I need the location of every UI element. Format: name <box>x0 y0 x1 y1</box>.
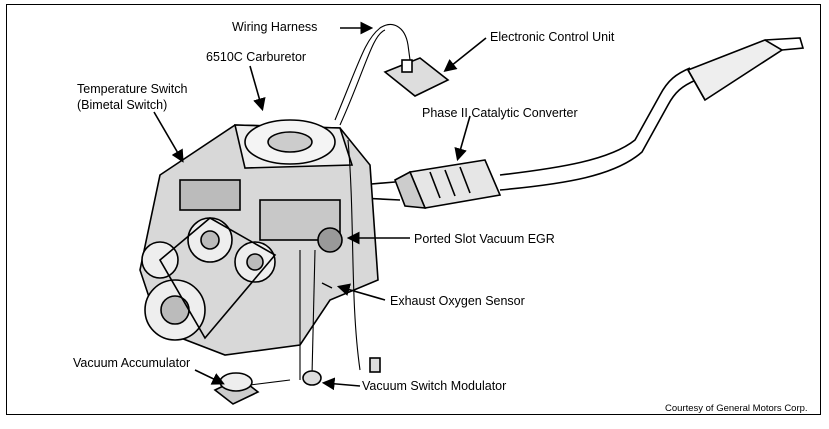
label-vacuum-accumulator: Vacuum Accumulator <box>73 356 191 370</box>
arrow-ecu <box>443 37 487 72</box>
label-temperature-switch: Temperature Switch <box>77 82 188 96</box>
label-egr: Ported Slot Vacuum EGR <box>414 232 555 246</box>
exhaust-system <box>499 37 805 191</box>
leader-arrows <box>153 21 487 391</box>
label-catalytic-converter: Phase II Catalytic Converter <box>422 106 578 120</box>
label-bimetal-switch: (Bimetal Switch) <box>77 98 168 112</box>
wiring-harness-lines <box>249 24 411 386</box>
engine-block <box>139 119 379 356</box>
oxygen-sensor-shape <box>321 282 333 289</box>
arrow-carburetor <box>249 65 266 112</box>
diagram-frame <box>6 4 821 415</box>
credit-line: Courtesy of General Motors Corp. <box>665 403 808 414</box>
label-oxygen-sensor: Exhaust Oxygen Sensor <box>390 294 525 308</box>
arrow-vacuum-switch-modulator <box>321 377 361 391</box>
label-electronic-control-unit: Electronic Control Unit <box>490 30 615 44</box>
label-carburetor: 6510C Carburetor <box>206 50 307 64</box>
vacuum-switch-modulator-shape <box>302 357 381 386</box>
label-wiring-harness: Wiring Harness <box>232 20 318 34</box>
arrow-catalytic-converter <box>454 115 471 162</box>
arrow-vacuum-accumulator <box>194 369 225 385</box>
catalytic-converter <box>359 159 502 209</box>
vacuum-accumulator-shape <box>213 372 260 405</box>
label-vacuum-switch-modulator: Vacuum Switch Modulator <box>362 379 507 393</box>
arrow-temperature-switch <box>153 111 184 163</box>
arrow-oxygen-sensor <box>336 283 386 301</box>
electronic-control-unit-shape <box>383 57 450 97</box>
